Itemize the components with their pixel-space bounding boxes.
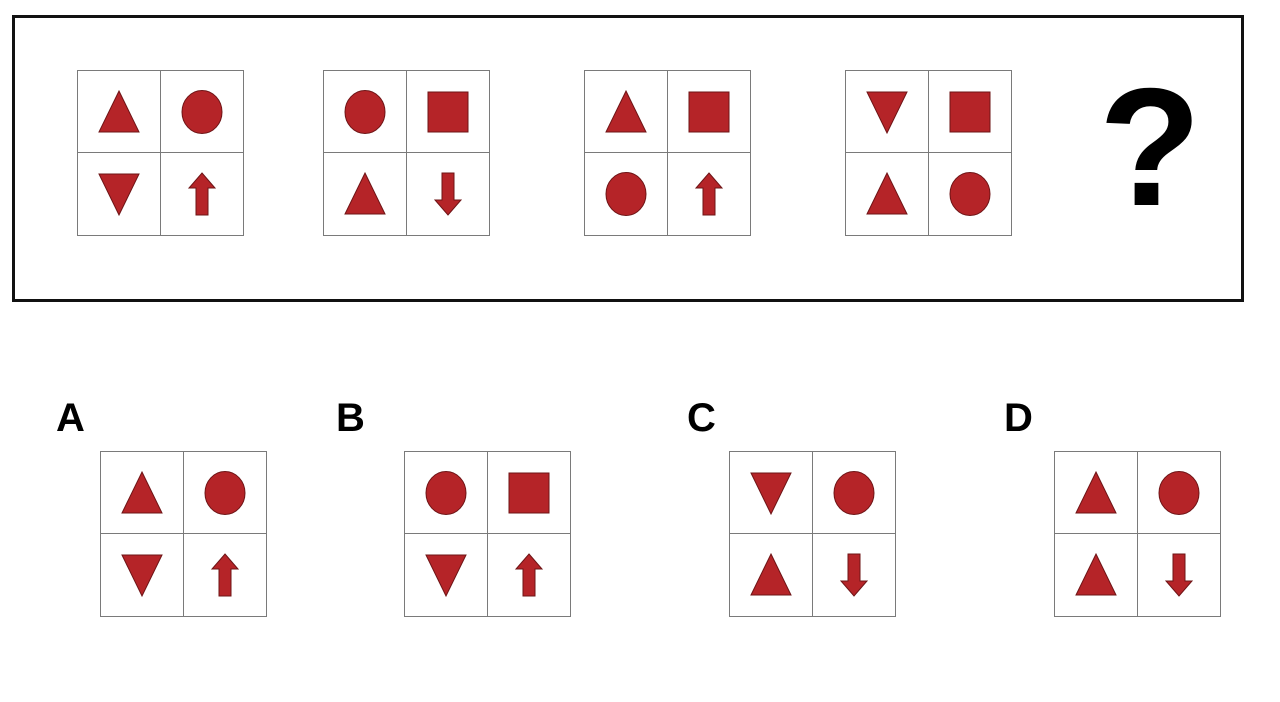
grid-cell [846, 153, 929, 235]
option-grid-d[interactable] [1054, 451, 1221, 617]
grid-cell [1055, 452, 1138, 534]
grid-cell [101, 452, 184, 534]
triangle-up-icon [1074, 470, 1117, 513]
circle-icon [181, 89, 223, 134]
option-label-a: A [56, 396, 85, 440]
grid-cell [183, 452, 266, 534]
sequence-grid-4 [845, 70, 1012, 236]
grid-cell [585, 153, 668, 235]
triangle-up-icon [343, 171, 386, 215]
grid-cell [929, 153, 1012, 235]
grid-cell [405, 534, 488, 616]
grid-cell [101, 534, 184, 616]
square-icon [688, 91, 730, 132]
grid-cell [161, 153, 244, 235]
triangle-down-icon [424, 554, 467, 598]
grid-cell [1055, 534, 1138, 616]
square-icon [427, 91, 469, 132]
triangle-down-icon [865, 91, 908, 134]
grid-cell [585, 71, 668, 153]
triangle-up-icon [865, 171, 908, 215]
grid-cell [730, 452, 813, 534]
question-mark: ? [1098, 53, 1202, 241]
grid-cell [184, 534, 267, 616]
arrow-up-icon [694, 172, 723, 216]
grid-cell [813, 534, 896, 616]
grid-cell [487, 452, 570, 534]
grid-cell [812, 452, 895, 534]
circle-icon [949, 172, 991, 216]
arrow-up-icon [514, 553, 543, 597]
circle-icon [425, 470, 467, 515]
triangle-up-icon [1074, 552, 1117, 596]
grid-cell [160, 71, 243, 153]
arrow-down-icon [839, 553, 868, 597]
arrow-up-icon [210, 553, 239, 597]
circle-icon [344, 89, 386, 134]
circle-icon [204, 470, 246, 515]
grid-cell [1138, 534, 1221, 616]
grid-cell [324, 71, 407, 153]
option-label-c: C [687, 396, 716, 440]
grid-cell [406, 71, 489, 153]
circle-icon [1158, 470, 1200, 515]
circle-icon [605, 172, 647, 216]
grid-cell [488, 534, 571, 616]
triangle-up-icon [604, 89, 647, 132]
grid-cell [846, 71, 929, 153]
triangle-down-icon [749, 472, 792, 515]
grid-cell [928, 71, 1011, 153]
square-icon [508, 472, 550, 513]
option-grid-c[interactable] [729, 451, 896, 617]
arrow-up-icon [187, 172, 216, 216]
grid-cell [668, 153, 751, 235]
option-grid-a[interactable] [100, 451, 267, 617]
sequence-grid-3 [584, 70, 751, 236]
square-icon [949, 91, 991, 132]
option-label-b: B [336, 396, 365, 440]
grid-cell [667, 71, 750, 153]
arrow-down-icon [433, 172, 462, 216]
sequence-grid-1 [77, 70, 244, 236]
grid-cell [407, 153, 490, 235]
grid-cell [324, 153, 407, 235]
triangle-down-icon [97, 173, 140, 217]
option-grid-b[interactable] [404, 451, 571, 617]
grid-cell [78, 71, 161, 153]
circle-icon [833, 470, 875, 515]
grid-cell [78, 153, 161, 235]
triangle-down-icon [120, 554, 163, 598]
sequence-grid-2 [323, 70, 490, 236]
triangle-up-icon [120, 470, 163, 513]
arrow-down-icon [1164, 553, 1193, 597]
triangle-up-icon [97, 89, 140, 132]
option-label-d: D [1004, 396, 1033, 440]
grid-cell [1137, 452, 1220, 534]
triangle-up-icon [749, 552, 792, 596]
grid-cell [405, 452, 488, 534]
grid-cell [730, 534, 813, 616]
